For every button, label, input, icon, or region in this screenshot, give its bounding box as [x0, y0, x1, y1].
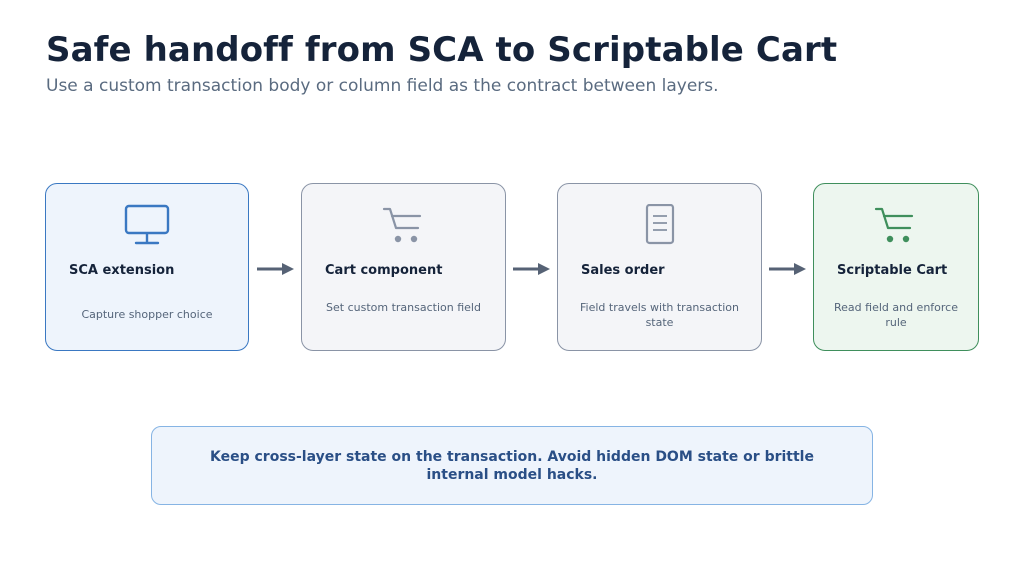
callout-text: Keep cross-layer state on the transactio… — [210, 448, 814, 483]
step-description: Capture shopper choice — [81, 308, 213, 321]
arrow-right-icon — [769, 263, 806, 275]
step-sales-order: Sales order Field travels with transacti… — [557, 183, 762, 351]
guidance-callout: Keep cross-layer state on the transactio… — [151, 426, 873, 505]
step-label: Cart component — [325, 263, 443, 278]
document-icon — [636, 204, 684, 248]
step-description: Field travels with transaction state — [580, 301, 739, 329]
arrow-right-icon — [513, 263, 550, 275]
arrow-right-icon — [257, 263, 294, 275]
cart-icon — [380, 204, 428, 248]
page-subtitle: Use a custom transaction body or column … — [46, 76, 719, 96]
step-label: Scriptable Cart — [837, 263, 948, 278]
monitor-icon — [123, 204, 171, 248]
page-title: Safe handoff from SCA to Scriptable Cart — [46, 30, 838, 70]
step-label: SCA extension — [69, 263, 175, 278]
step-description: Read field and enforce rule — [834, 301, 958, 329]
step-description: Set custom transaction field — [326, 301, 481, 314]
step-scriptable-cart: Scriptable Cart Read field and enforce r… — [813, 183, 979, 351]
cart-icon — [872, 204, 920, 248]
step-label: Sales order — [581, 263, 665, 278]
step-cart-component: Cart component Set custom transaction fi… — [301, 183, 506, 351]
step-sca-extension: SCA extension Capture shopper choice — [45, 183, 249, 351]
